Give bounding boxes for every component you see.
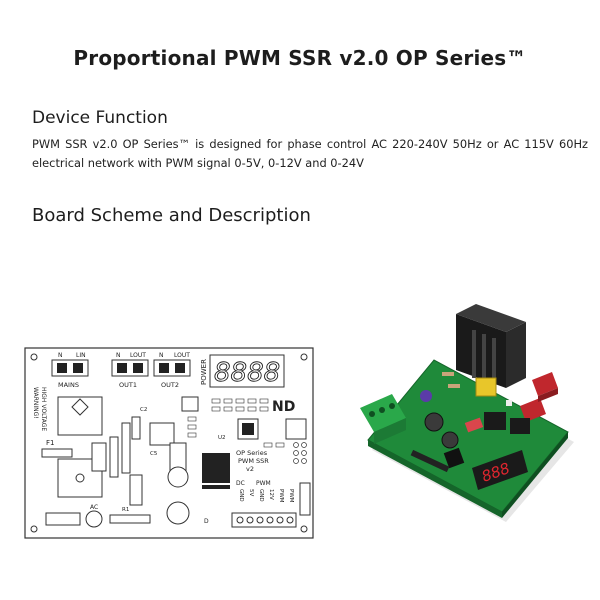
svg-text:MAINS: MAINS <box>58 381 79 389</box>
svg-text:LOUT: LOUT <box>174 352 190 359</box>
scheme-display: 8888 <box>214 358 280 388</box>
connector-out2: N LOUT OUT2 <box>153 352 191 389</box>
svg-text:PWM: PWM <box>278 489 284 503</box>
heatsink <box>456 304 526 388</box>
svg-text:C5: C5 <box>150 451 158 457</box>
svg-text:GND: GND <box>258 489 264 502</box>
device-function-heading: Device Function <box>32 108 168 128</box>
svg-text:12V: 12V <box>268 489 274 500</box>
svg-text:GND: GND <box>238 489 244 502</box>
svg-text:PWM SSR: PWM SSR <box>238 457 269 465</box>
board-heading: Board Scheme and Description <box>32 205 311 226</box>
svg-text:C2: C2 <box>140 407 147 413</box>
svg-text:DC: DC <box>236 480 245 487</box>
svg-text:LOUT: LOUT <box>130 352 146 359</box>
svg-text:5V: 5V <box>248 489 254 496</box>
photo-display: 888 <box>472 450 528 490</box>
svg-text:U2: U2 <box>218 435 226 441</box>
svg-text:N: N <box>58 352 63 359</box>
connector-out1: N LOUT OUT1 <box>111 352 149 389</box>
device-function-text: PWM SSR v2.0 OP Series™ is designed for … <box>32 137 588 170</box>
red-terminals <box>520 372 558 422</box>
connector-mains: N LIN MAINS <box>51 352 89 389</box>
svg-text:D: D <box>204 518 209 525</box>
svg-text:v2: v2 <box>246 465 254 473</box>
svg-text:POWER: POWER <box>200 359 208 385</box>
svg-text:PWM: PWM <box>256 480 271 487</box>
board-scheme-diagram: N LIN MAINS N LOUT OUT1 N LOUT OUT2 WARN… <box>24 347 314 539</box>
svg-text:R1: R1 <box>122 507 129 513</box>
svg-text:HIGH VOLTAGE: HIGH VOLTAGE <box>40 387 47 431</box>
svg-text:OUT2: OUT2 <box>161 381 179 389</box>
svg-text:AC: AC <box>90 504 98 511</box>
svg-text:OUT1: OUT1 <box>119 381 137 389</box>
svg-text:WARNING!: WARNING! <box>32 387 39 419</box>
green-terminal <box>360 394 406 444</box>
svg-text:ND: ND <box>272 399 295 415</box>
svg-text:OP Series: OP Series <box>236 449 268 457</box>
yellow-capacitor <box>475 377 497 397</box>
svg-text:N: N <box>116 352 121 359</box>
page-title: Proportional PWM SSR v2.0 OP Series™ <box>73 46 527 70</box>
svg-text:LIN: LIN <box>76 352 86 359</box>
svg-text:N: N <box>159 352 164 359</box>
board-photo: 888 <box>360 304 574 522</box>
svg-text:F1: F1 <box>46 439 54 447</box>
svg-text:PWM: PWM <box>288 489 294 503</box>
